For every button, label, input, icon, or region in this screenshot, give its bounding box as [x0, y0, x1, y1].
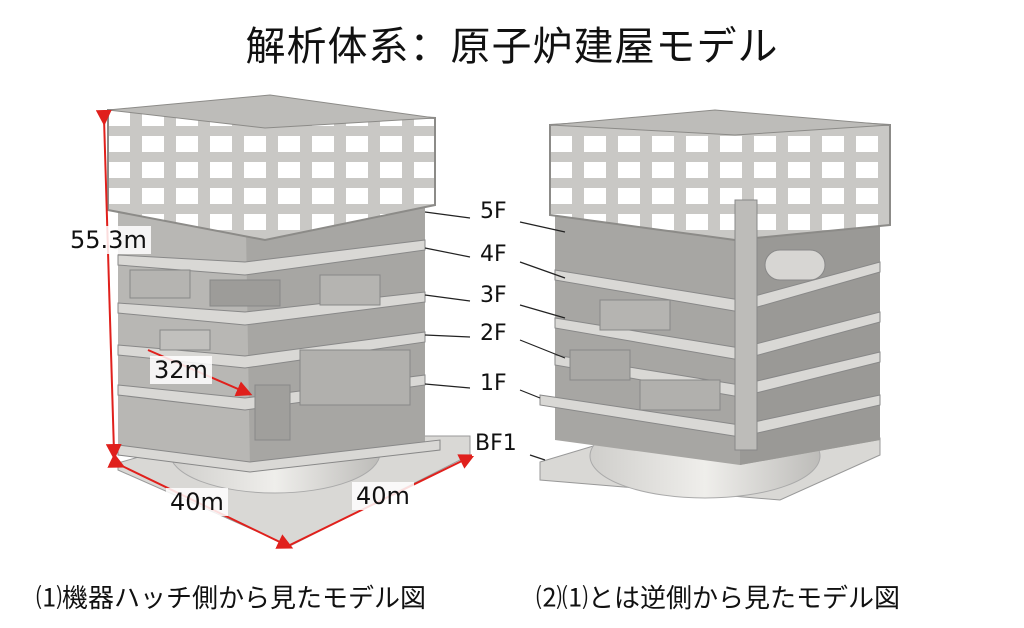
width-left-dimension-label: 40m — [166, 488, 228, 516]
caption-left: ⑴機器ハッチ側から見たモデル図 — [36, 584, 427, 614]
width-right-dimension-label: 40m — [352, 482, 414, 510]
left-building-model — [95, 94, 476, 549]
right-building-model — [539, 109, 891, 501]
floor-label-3f: 3F — [477, 284, 510, 308]
floor-label-4f: 4F — [477, 243, 510, 267]
floor-label-1f: 1F — [477, 372, 510, 396]
height-dimension-label: 55.3m — [66, 226, 151, 254]
floor-label-5f: 5F — [477, 200, 510, 224]
floor-leader-lines — [424, 211, 566, 461]
depth-dimension-label: 32m — [150, 356, 212, 384]
floor-label-bf1: BF1 — [472, 432, 520, 456]
floor-label-2f: 2F — [477, 322, 510, 346]
page-title: 解析体系：原子炉建屋モデル — [245, 24, 779, 70]
caption-right: ⑵⑴とは逆側から見たモデル図 — [536, 584, 901, 614]
